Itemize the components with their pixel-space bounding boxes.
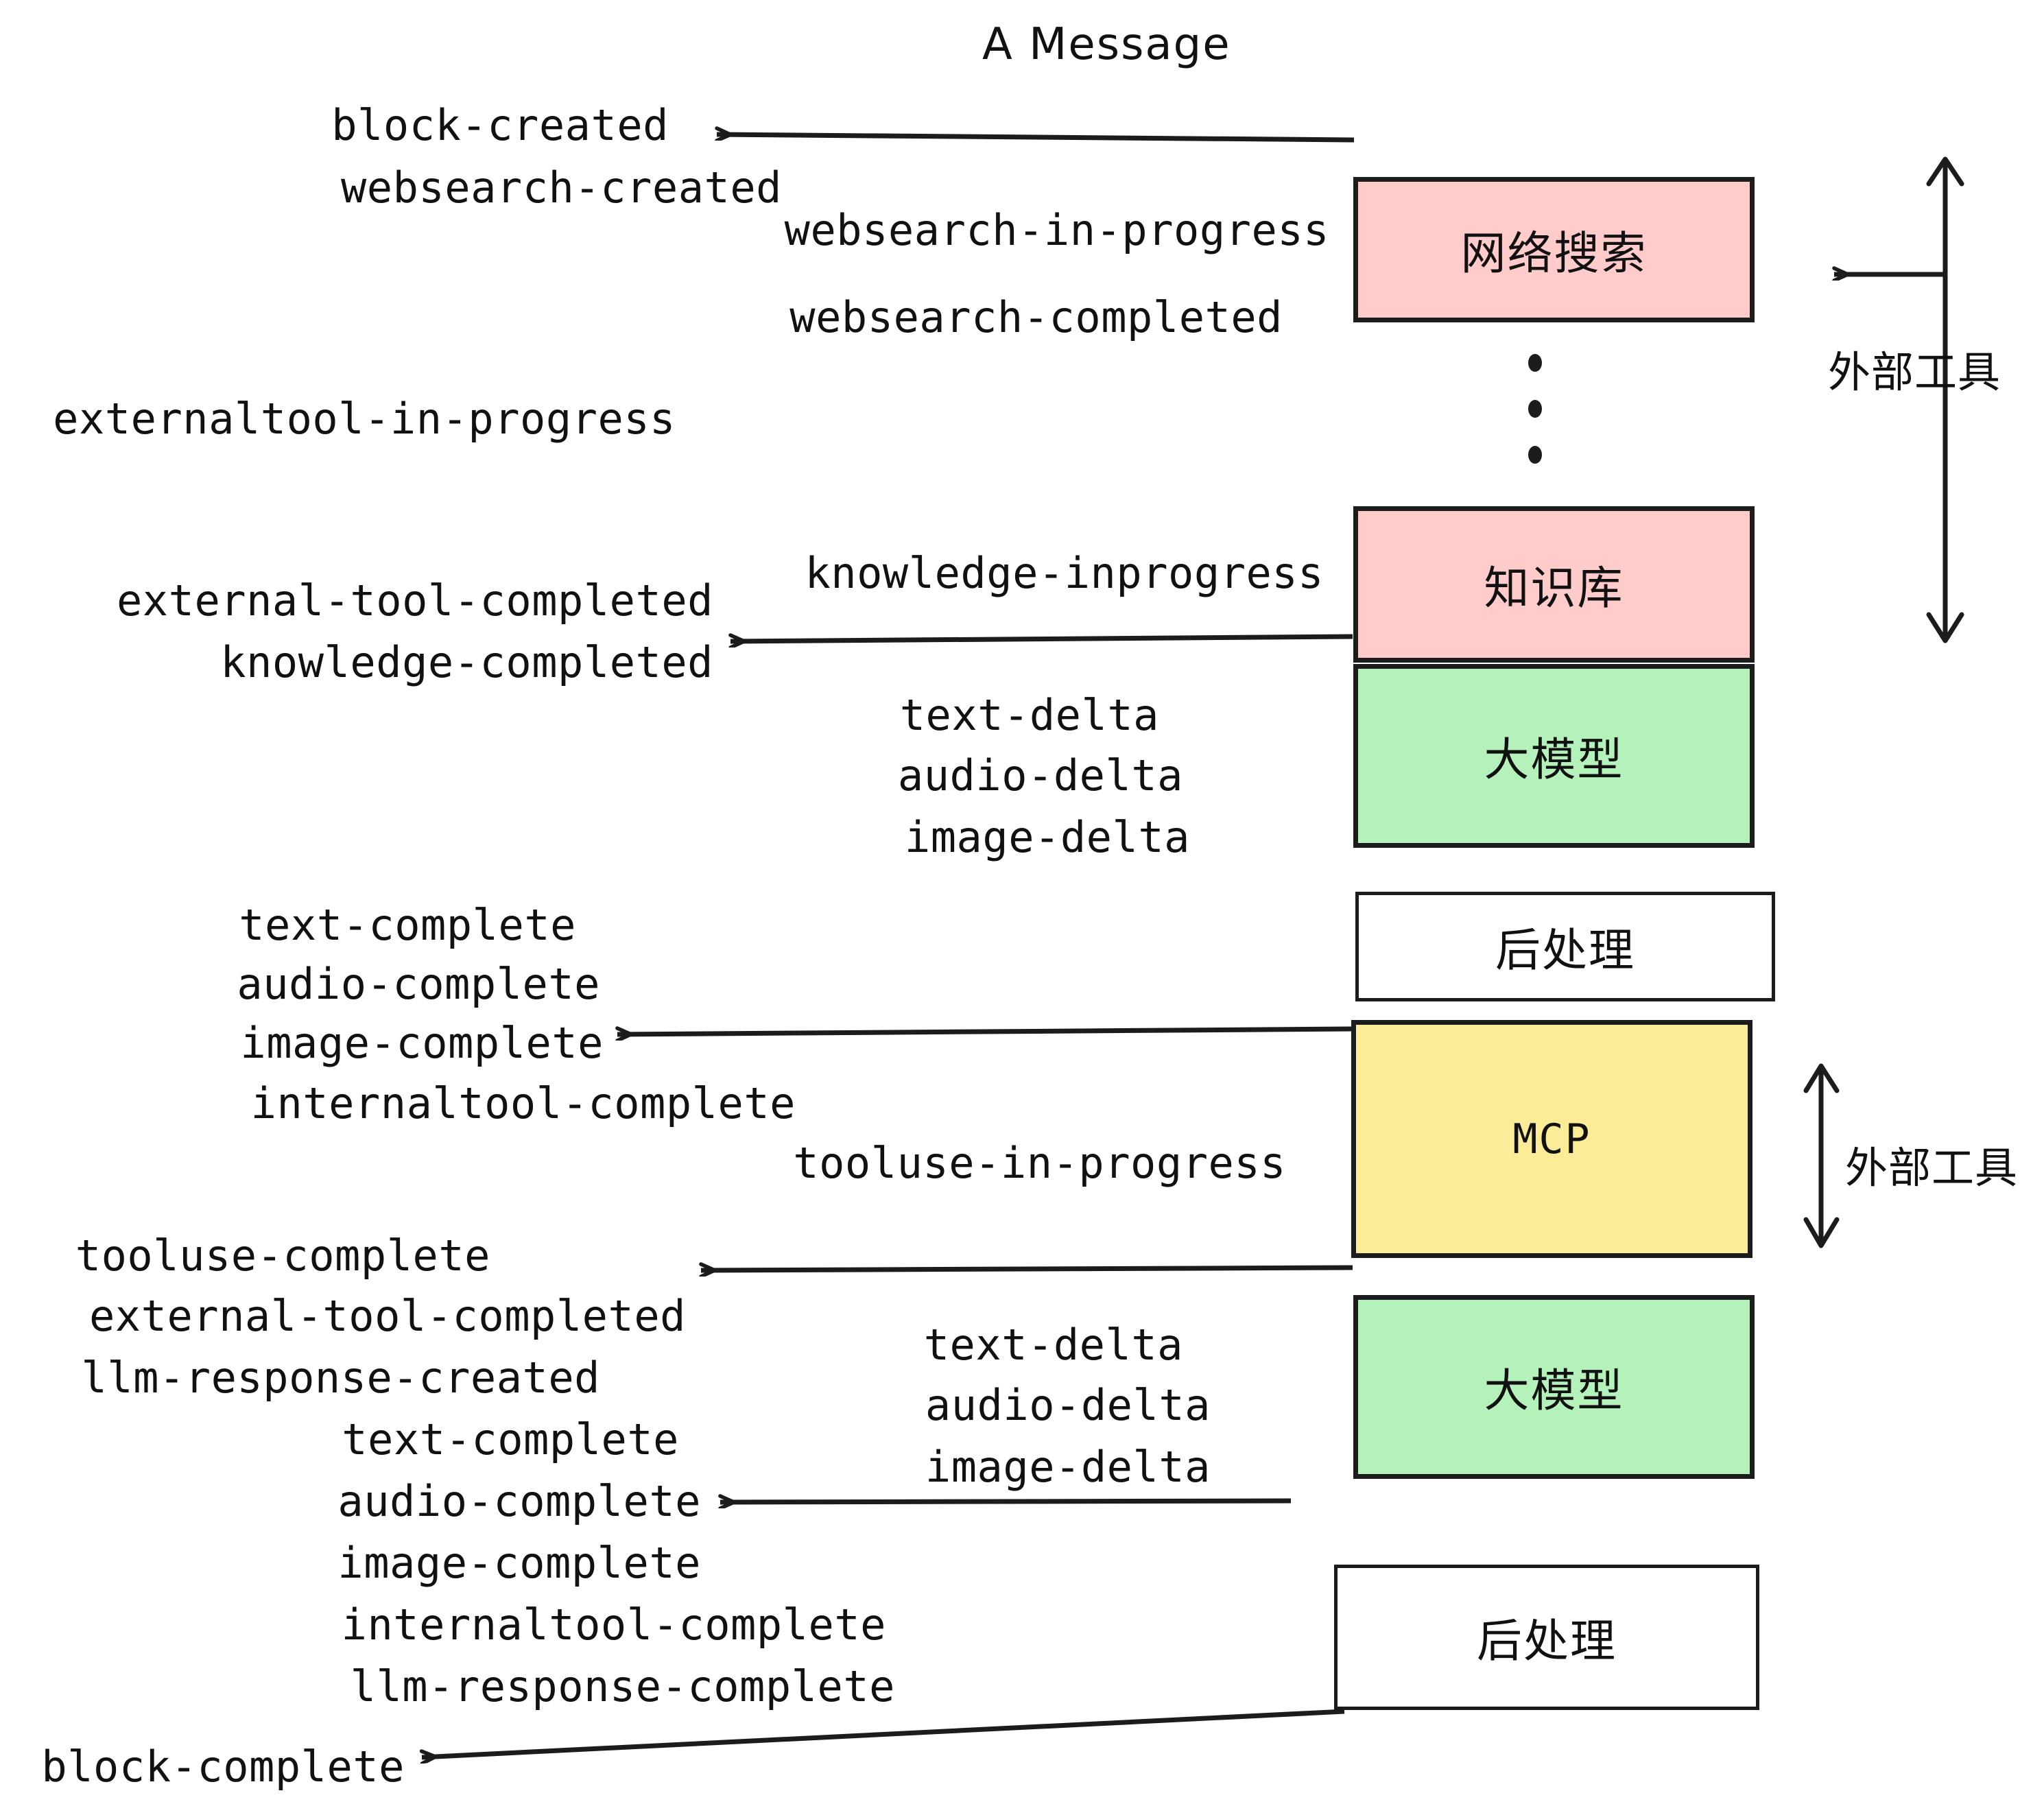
node-knowledge-label: 知识库 bbox=[1484, 562, 1624, 615]
arrow-postprocess2-to-blockcomplete bbox=[422, 1709, 1345, 1757]
arrow-mcp-to-tooluse-complete bbox=[701, 1268, 1353, 1270]
event-websearch-completed: websearch-completed bbox=[789, 292, 1283, 342]
event-audio-complete-1: audio-complete bbox=[237, 959, 600, 1009]
event-knowledge-completed: knowledge-completed bbox=[220, 637, 713, 687]
event-externaltool-in-progress: externaltool-in-progress bbox=[53, 394, 676, 444]
event-llm-response-created: llm-response-created bbox=[81, 1353, 600, 1403]
arrow-knowledge-to-completed bbox=[730, 637, 1353, 641]
node-websearch[interactable]: 网络搜索 bbox=[1353, 177, 1755, 322]
page-title: A Message bbox=[982, 19, 1231, 70]
event-block-complete: block-complete bbox=[41, 1742, 405, 1792]
node-postprocess-1[interactable]: 后处理 bbox=[1355, 892, 1775, 1001]
node-llm-2-label: 大模型 bbox=[1484, 1364, 1624, 1417]
event-image-complete-2: image-complete bbox=[337, 1538, 701, 1588]
event-image-delta-1: image-delta bbox=[904, 812, 1190, 862]
event-image-delta-2: image-delta bbox=[925, 1442, 1211, 1492]
event-knowledge-inprogress: knowledge-inprogress bbox=[805, 548, 1324, 598]
external-tools-top-arrowhead-down bbox=[1926, 612, 1964, 643]
node-llm-1-label: 大模型 bbox=[1484, 733, 1624, 786]
node-mcp-label: MCP bbox=[1512, 1115, 1591, 1163]
external-tools-top-arrowhead-up bbox=[1926, 156, 1964, 187]
ellipsis-dot bbox=[1528, 446, 1542, 464]
event-block-created: block-created bbox=[331, 100, 669, 150]
event-websearch-created: websearch-created bbox=[340, 163, 782, 213]
event-text-delta-2: text-delta bbox=[923, 1320, 1183, 1370]
event-internaltool-complete-1: internaltool-complete bbox=[250, 1078, 796, 1128]
node-llm-1[interactable]: 大模型 bbox=[1353, 664, 1755, 848]
event-internaltool-complete-2: internaltool-complete bbox=[341, 1600, 886, 1650]
node-llm-2[interactable]: 大模型 bbox=[1353, 1295, 1755, 1479]
vertical-ellipsis bbox=[1526, 354, 1544, 464]
arrow-postprocess1-to-imagecomplete bbox=[617, 1029, 1353, 1034]
node-postprocess-2-label: 后处理 bbox=[1477, 1615, 1617, 1667]
event-tooluse-in-progress: tooluse-in-progress bbox=[793, 1138, 1286, 1188]
external-tools-bottom-arrowhead-down bbox=[1803, 1217, 1840, 1248]
external-tools-bottom-arrowhead-up bbox=[1803, 1063, 1840, 1093]
ellipsis-dot bbox=[1528, 400, 1542, 418]
event-tooluse-complete: tooluse-complete bbox=[75, 1231, 490, 1281]
event-text-delta-1: text-delta bbox=[899, 690, 1159, 740]
event-websearch-in-progress: websearch-in-progress bbox=[784, 205, 1329, 255]
side-label-external-tools-bottom: 外部工具 bbox=[1845, 1143, 2019, 1193]
node-postprocess-2[interactable]: 后处理 bbox=[1334, 1565, 1759, 1710]
event-external-tool-completed-1: external-tool-completed bbox=[116, 575, 713, 626]
node-websearch-label: 网络搜索 bbox=[1460, 227, 1648, 280]
node-mcp[interactable]: MCP bbox=[1351, 1020, 1752, 1258]
arrow-websearch-to-blockcreated bbox=[717, 134, 1355, 143]
event-audio-delta-1: audio-delta bbox=[897, 750, 1183, 800]
event-llm-response-complete: llm-response-complete bbox=[350, 1661, 895, 1711]
side-label-external-tools-top: 外部工具 bbox=[1828, 347, 2001, 397]
ellipsis-dot bbox=[1528, 354, 1542, 372]
event-image-complete-1: image-complete bbox=[240, 1018, 604, 1068]
event-text-complete-1: text-complete bbox=[239, 900, 576, 950]
event-audio-complete-2: audio-complete bbox=[337, 1476, 701, 1526]
arrow-llm2-to-audiocomplete bbox=[720, 1501, 1292, 1502]
event-external-tool-completed-2: external-tool-completed bbox=[88, 1291, 686, 1341]
node-postprocess-1-label: 后处理 bbox=[1495, 924, 1635, 977]
event-text-complete-2: text-complete bbox=[342, 1414, 679, 1464]
node-knowledge[interactable]: 知识库 bbox=[1353, 506, 1755, 663]
event-audio-delta-2: audio-delta bbox=[925, 1380, 1211, 1430]
